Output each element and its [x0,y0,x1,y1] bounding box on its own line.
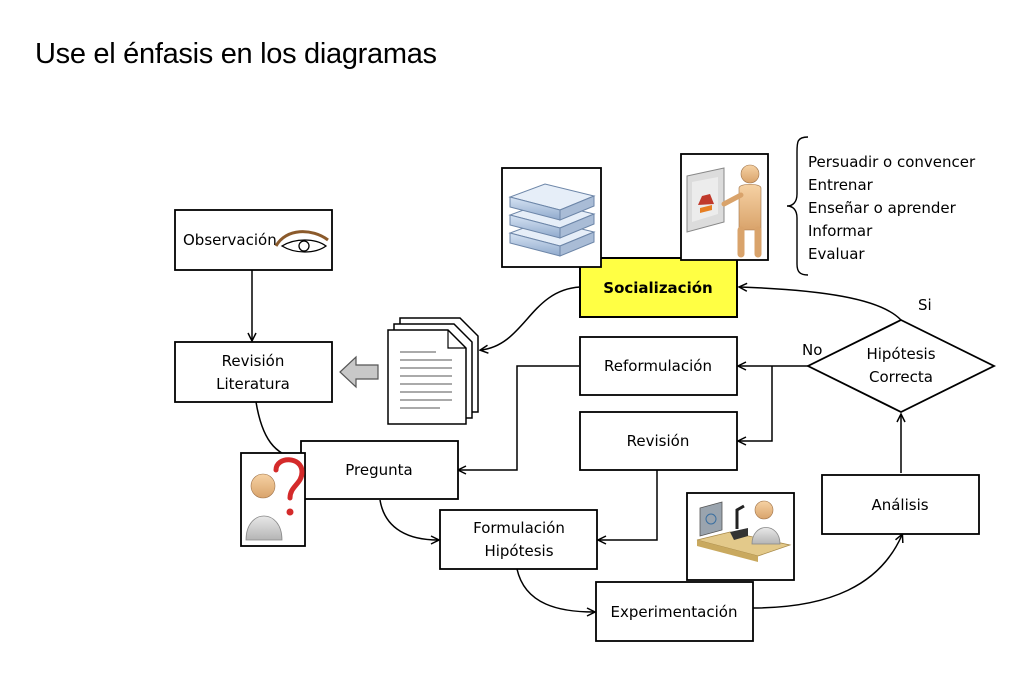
edge-label-no: No [802,341,822,359]
edge-revision-pregunta [255,401,300,460]
node-reformulacion: Reformulación [579,336,738,396]
gray-arrow [339,355,379,389]
node-experimentacion: Experimentación [595,581,754,642]
purpose-item: Enseñar o aprender [808,199,957,217]
edge-hipotesis-socializacion [740,287,902,321]
node-hipotesis-line2: Correcta [869,368,933,386]
node-observacion-label: Observación [183,231,277,249]
node-revision-literatura-line2: Literatura [216,375,290,393]
node-formulacion-line2: Hipótesis [484,542,553,560]
node-pregunta: Pregunta [300,440,459,500]
edge-label-si: Si [918,296,932,314]
node-revision: Revisión [579,411,738,471]
connectors [252,136,902,612]
socializacion-purposes: Persuadir o convencer Entrenar Enseñar o… [808,153,976,263]
purpose-item: Entrenar [808,176,874,194]
person-question-icon [240,452,306,547]
edge-socializacion-documentos [481,286,581,350]
purpose-item: Informar [808,222,873,240]
node-analisis-label: Análisis [871,496,928,514]
node-socializacion: Socialización [579,257,738,318]
node-revision-literatura: Revisión Literatura [174,341,333,403]
purpose-item: Evaluar [808,245,865,263]
edge-pregunta-formulacion [379,499,438,540]
node-reformulacion-label: Reformulación [604,357,712,375]
eye-icon [274,230,329,253]
node-socializacion-label: Socialización [603,279,712,297]
node-hipotesis-line1: Hipótesis [866,345,935,363]
node-formulacion-hipotesis: Formulación Hipótesis [439,509,598,570]
scientist-microscope-icon [686,492,795,581]
slide-title: Use el énfasis en los diagramas [35,38,437,70]
edge-hipotesis-revision [739,366,773,441]
node-revision-label: Revisión [627,432,690,450]
node-experimentacion-label: Experimentación [611,603,738,621]
edge-formulacion-experimentacion [516,568,594,612]
edge-revision-formulacion [599,470,658,540]
brace [786,136,809,276]
edge-experimentacion-analisis [751,535,902,609]
books-stack-icon [501,167,602,268]
presenter-icon [680,153,769,261]
edge-reformulacion-pregunta [459,365,579,470]
node-pregunta-label: Pregunta [345,461,412,479]
documents-icon [387,317,479,425]
node-formulacion-line1: Formulación [473,519,565,537]
purpose-item: Persuadir o convencer [808,153,976,171]
node-observacion: Observación [174,209,333,271]
node-analisis: Análisis [821,474,980,535]
node-revision-literatura-line1: Revisión [222,352,285,370]
node-hipotesis-correcta: Hipótesis Correcta [805,318,997,414]
